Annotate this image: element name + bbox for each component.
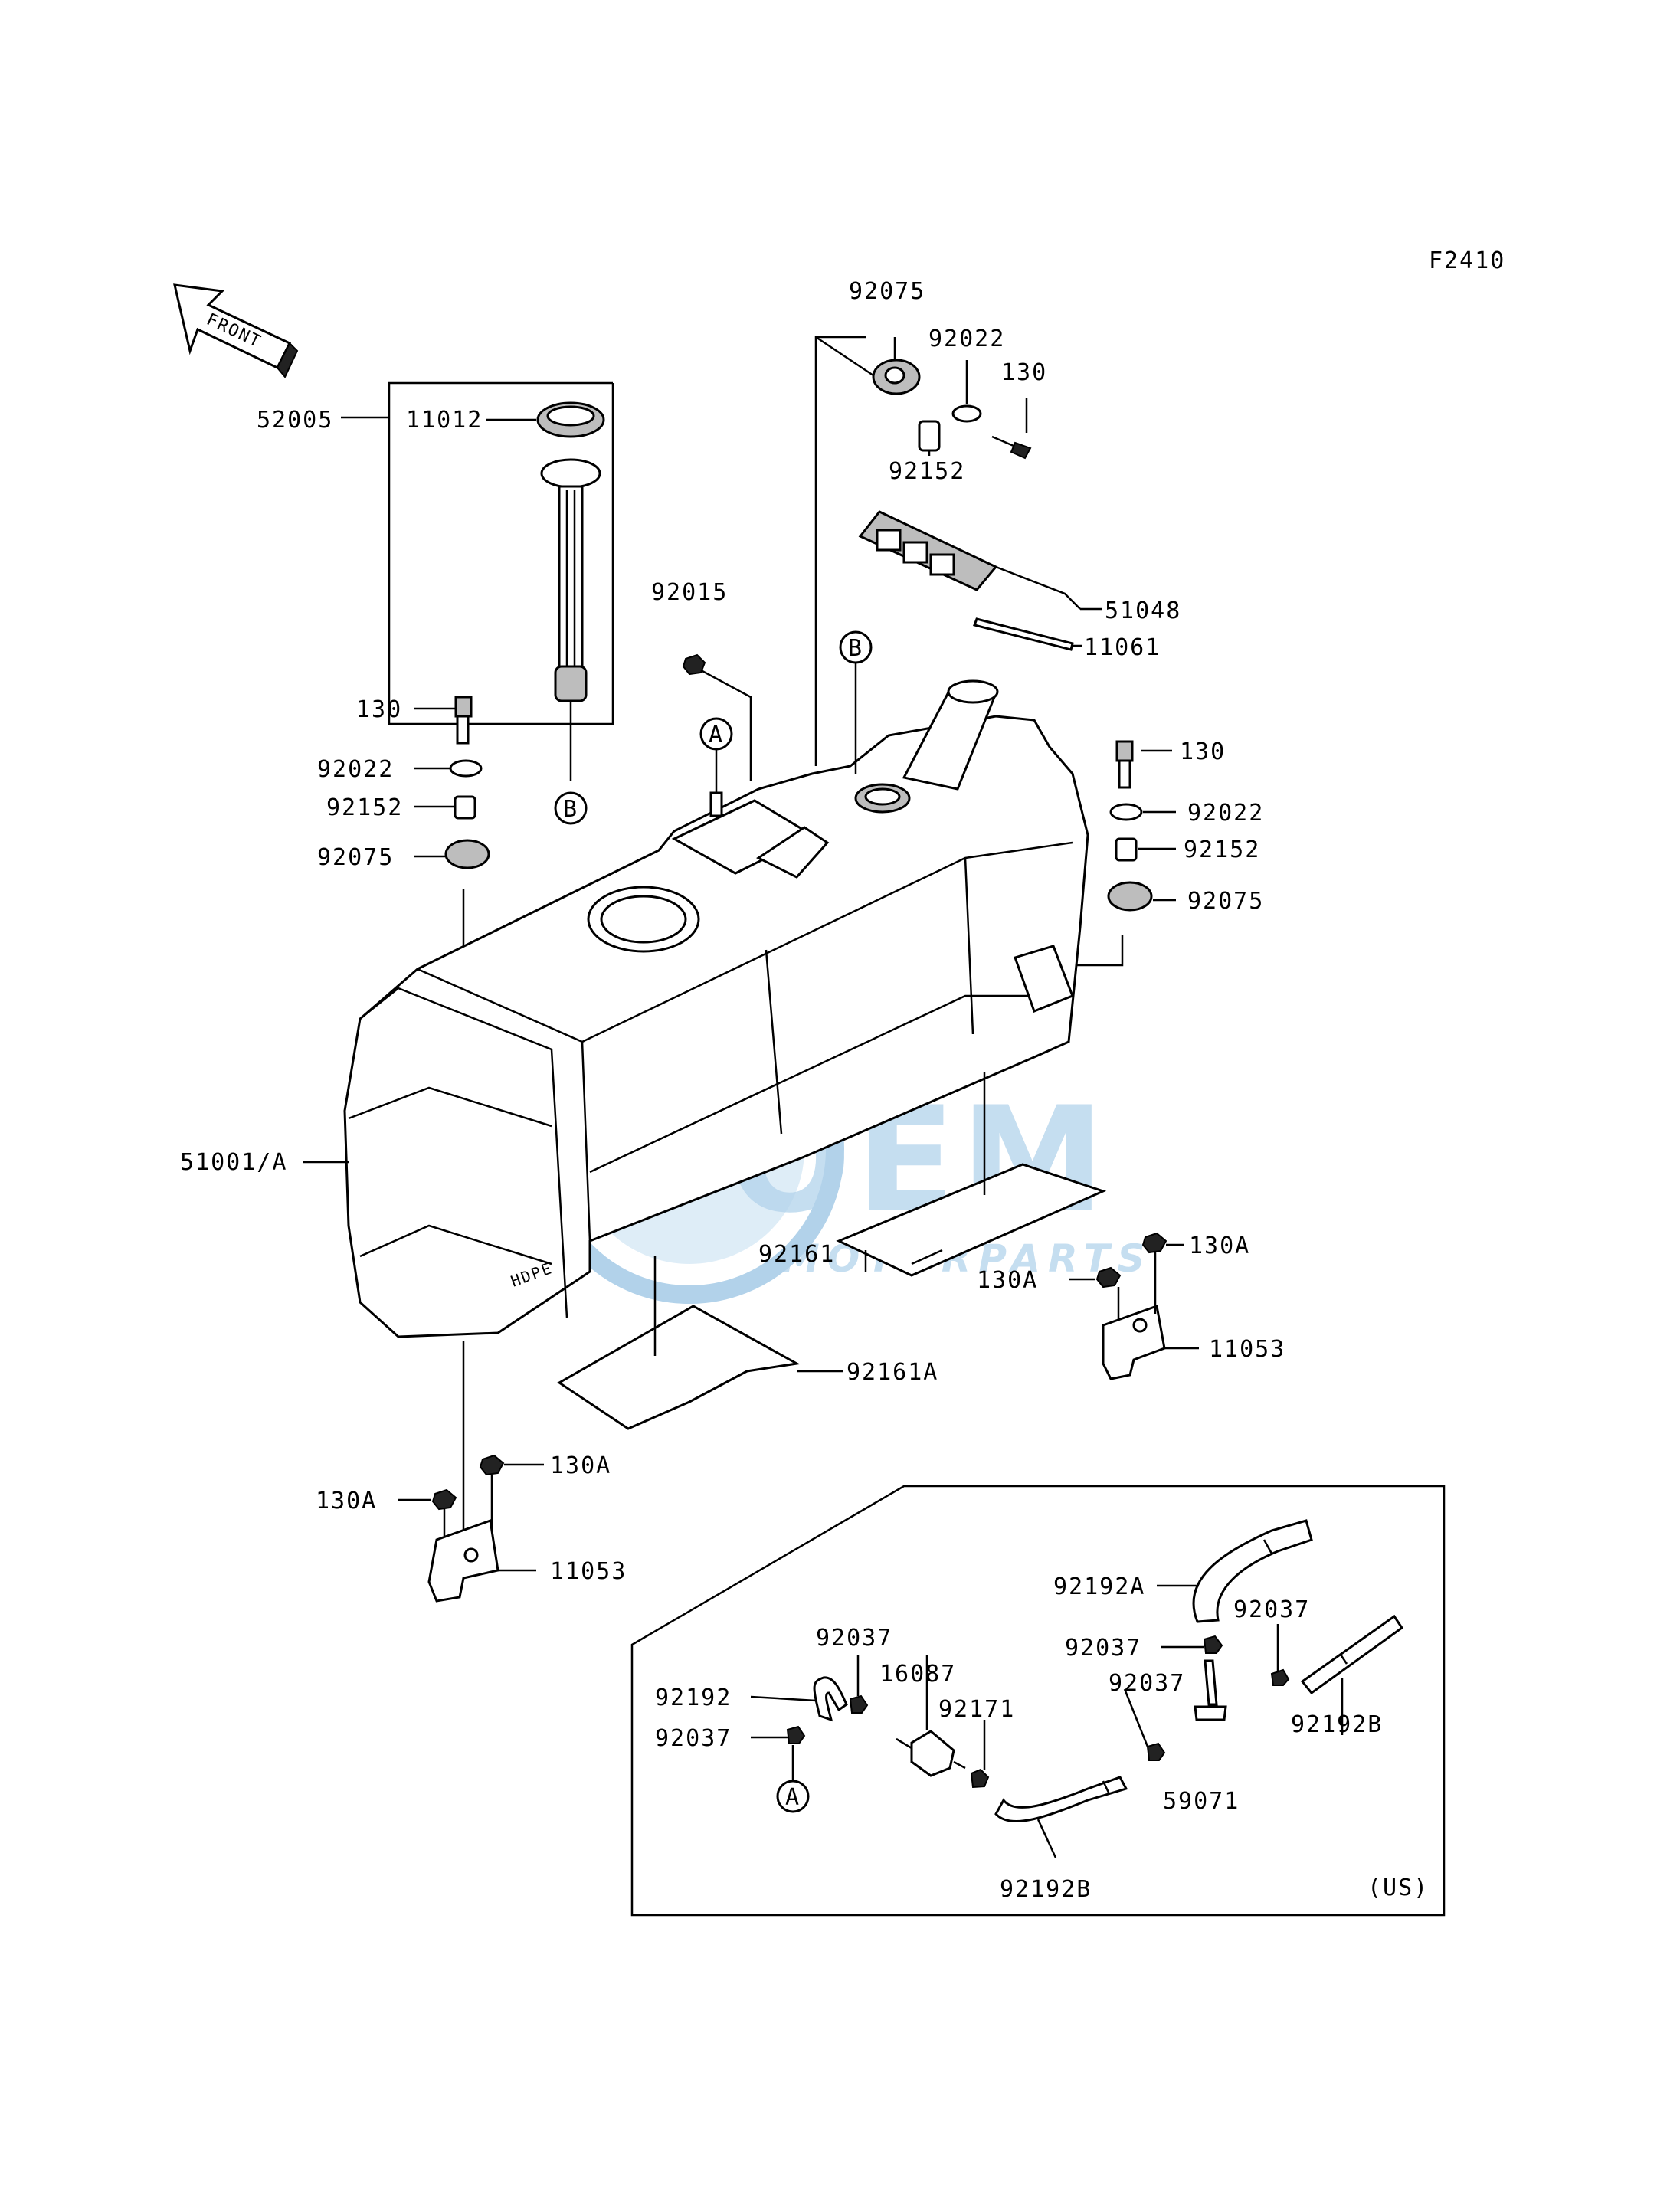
- callout-52005: 52005: [257, 407, 333, 434]
- callout-130a-right-2: 130A: [1189, 1233, 1250, 1259]
- callout-130-left: 130: [356, 696, 402, 723]
- callout-92037-b: 92037: [1065, 1635, 1141, 1662]
- callout-92037-a: 92037: [816, 1625, 892, 1652]
- callout-92152-top: 92152: [889, 458, 965, 485]
- left-mount-hardware: [414, 696, 490, 946]
- callout-92192: 92192: [655, 1685, 732, 1711]
- callout-92022-right: 92022: [1187, 800, 1264, 827]
- sender-ref-b: B: [554, 791, 588, 825]
- callout-92075-left: 92075: [317, 844, 394, 871]
- pad-92161: [836, 1072, 1107, 1277]
- callout-92152-right: 92152: [1184, 837, 1260, 863]
- callout-92152-left: 92152: [326, 794, 403, 821]
- ref-a-tank-label: A: [709, 722, 724, 748]
- tank-ref-b: B: [839, 630, 873, 774]
- ref-b-left-label: B: [563, 796, 578, 823]
- callout-51001: 51001/A: [180, 1149, 287, 1176]
- callout-11053-left: 11053: [550, 1558, 627, 1585]
- callout-130a-right-1: 130A: [977, 1267, 1038, 1294]
- bracket-11053-left: [398, 1341, 544, 1603]
- nut-92015: [682, 653, 752, 781]
- pad-92161a: [557, 1256, 843, 1430]
- callout-92161a: 92161A: [847, 1359, 938, 1386]
- callout-92022-left: 92022: [317, 756, 394, 783]
- ref-a-inset-label: A: [785, 1784, 801, 1811]
- evap-hose-parts: A: [750, 1519, 1404, 1858]
- callout-92192b-bottom: 92192B: [1000, 1876, 1092, 1903]
- fuel-tank: HDPE: [343, 679, 1089, 1338]
- us-inset-frame: [630, 1485, 1446, 1917]
- callout-92075-right: 92075: [1187, 888, 1264, 915]
- callout-11061: 11061: [1084, 634, 1161, 661]
- region-label: (US): [1367, 1874, 1429, 1901]
- tank-ref-a: A: [699, 717, 733, 817]
- callout-92037-d: 92037: [1233, 1596, 1310, 1623]
- callout-92022-top: 92022: [928, 326, 1005, 352]
- callout-16087: 16087: [879, 1661, 956, 1688]
- callout-59071: 59071: [1163, 1788, 1240, 1815]
- bracket-11053-right: [1069, 1232, 1199, 1380]
- callout-130a-left-1: 130A: [316, 1488, 377, 1514]
- callout-92161: 92161: [758, 1241, 835, 1268]
- callout-51048: 51048: [1105, 598, 1181, 624]
- callout-92037-c: 92037: [655, 1725, 732, 1752]
- callout-130a-left-2: 130A: [550, 1452, 611, 1479]
- ref-b-top-label: B: [848, 635, 863, 662]
- callout-11053-right: 11053: [1209, 1336, 1285, 1363]
- callout-92192b-right: 92192B: [1291, 1711, 1383, 1738]
- top-mount-hardware: [814, 336, 1032, 766]
- right-mount-hardware: [1069, 740, 1176, 967]
- callout-92192a: 92192A: [1053, 1573, 1145, 1600]
- callout-92015: 92015: [651, 579, 728, 606]
- callout-130-right: 130: [1180, 738, 1226, 765]
- callout-92075-top: 92075: [849, 278, 925, 305]
- diagram-code: F2410: [1429, 247, 1505, 274]
- heat-shield: [858, 510, 1102, 651]
- callout-11012: 11012: [406, 407, 483, 434]
- callout-92171: 92171: [938, 1696, 1015, 1723]
- callout-92037-e: 92037: [1109, 1670, 1185, 1697]
- front-arrow-icon: FRONT: [173, 283, 299, 378]
- callout-130-top: 130: [1001, 359, 1047, 386]
- fuel-level-sender: [341, 381, 614, 781]
